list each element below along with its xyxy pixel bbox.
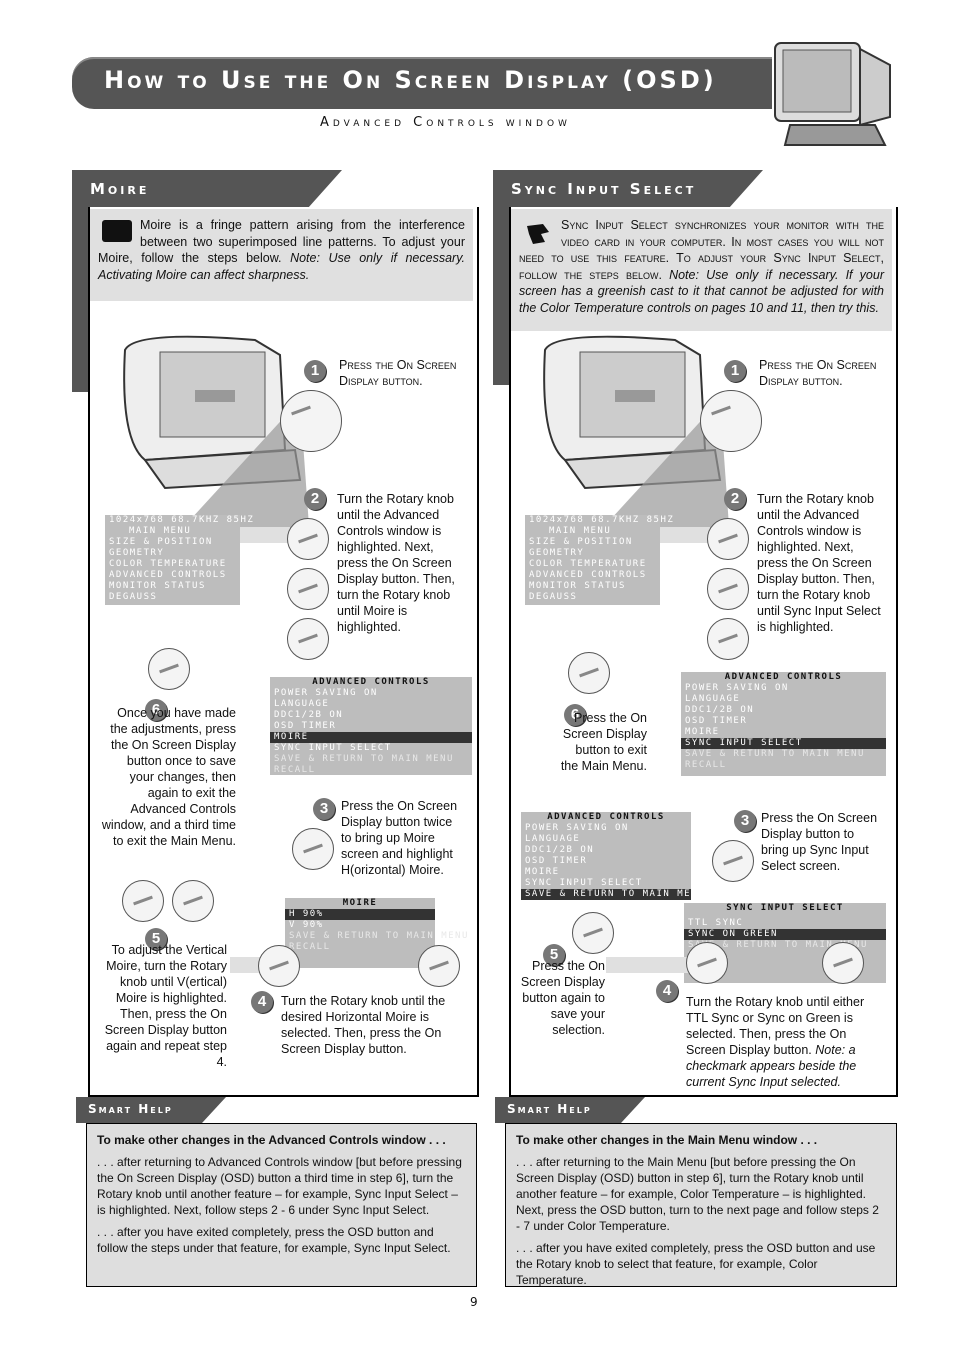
sync-step-2: Turn the Rotary knob until the Advanced … [757, 492, 881, 634]
moire-step-1: Press the On Screen Display button. [339, 358, 457, 388]
sync-step-4: Turn the Rotary knob until either TTL Sy… [686, 995, 865, 1089]
sync-advanced-osd-save: ADVANCED CONTROLS POWER SAVING ON LANGUA… [521, 812, 703, 900]
smart-help-right-tab [495, 1097, 645, 1123]
sync-osd-button-zoom [700, 390, 762, 452]
sync-connector-2 [606, 957, 696, 973]
page-title: How to Use the On Screen Display (OSD) [104, 66, 717, 94]
sync-step-1-badge: 1 [724, 360, 746, 382]
sync-header-shape [493, 170, 763, 208]
moire-header-shape [72, 170, 342, 208]
sync-knob-1 [707, 518, 749, 560]
sync-knob-3 [707, 618, 749, 660]
title-banner: How to Use the On Screen Display (OSD) [72, 57, 772, 109]
moire-osd: MOIRE H 90% V 90% SAVE & RETURN TO MAIN … [285, 898, 467, 968]
moire-knob-1 [287, 518, 329, 560]
moire-knob-4 [292, 828, 334, 870]
moire-step-3: Press the On Screen Display button twice… [341, 799, 458, 877]
page-subtitle: Advanced Controls window [320, 115, 571, 130]
sync-on-green-selected: SYNC ON GREEN [684, 929, 886, 940]
moire-knob-3 [287, 618, 329, 660]
moire-knob-save [148, 648, 190, 690]
moire-zoom-wedge [190, 400, 310, 540]
sync-knob-2 [707, 568, 749, 610]
monitor-icon [774, 42, 891, 146]
moire-step-5: To adjust the Vertical Moire, turn the R… [104, 943, 227, 1069]
smart-help-right-heading: Smart Help [507, 1102, 592, 1116]
moire-heading: Moire [90, 180, 150, 198]
moire-knob-6 [258, 945, 300, 987]
sync-heading: Sync Input Select [511, 180, 697, 198]
moire-knob-7 [418, 945, 460, 987]
moire-main-menu-osd: 1024x768 68.7KHZ 85HZ MAIN MENU SIZE & P… [105, 515, 253, 605]
sync-side-strip [493, 205, 509, 385]
smart-help-right: To make other changes in the Main Menu w… [505, 1123, 897, 1287]
sync-step-5-badge: 5 [543, 944, 565, 966]
moire-connector [240, 527, 290, 543]
moire-knob-2 [287, 568, 329, 610]
moire-step-5-badge: 5 [145, 928, 167, 950]
moire-step-4: Turn the Rotary knob until the desired H… [281, 994, 446, 1056]
sync-knob-exit [568, 652, 610, 694]
sync-icon [523, 220, 553, 248]
sync-connector [660, 527, 710, 543]
moire-knob-5b [172, 880, 214, 922]
moire-intro: Moire is a fringe pattern arising from t… [90, 209, 473, 301]
sync-advanced-osd: ADVANCED CONTROLS POWER SAVING ON LANGUA… [681, 672, 886, 776]
moire-step-6-badge: 6 [145, 699, 167, 721]
sync-knob-4 [712, 840, 754, 882]
sync-step-5: Press the On Screen Display button again… [520, 959, 605, 1037]
sync-step-6: Press the On Screen Display button to ex… [560, 711, 647, 773]
sync-knob-5 [572, 912, 614, 954]
sync-main-menu-osd: 1024x768 68.7KHZ 85HZ MAIN MENU SIZE & P… [525, 515, 673, 605]
smart-help-left: To make other changes in the Advanced Co… [86, 1123, 477, 1287]
moire-icon [102, 220, 132, 242]
moire-step-2: Turn the Rotary knob until the Advanced … [337, 492, 455, 634]
moire-step-2-badge: 2 [304, 488, 326, 510]
moire-step-6: Once you have made the adjustments, pres… [101, 706, 236, 848]
sync-step-2-badge: 2 [724, 488, 746, 510]
sync-step-3-badge: 3 [734, 810, 756, 832]
moire-advanced-osd: ADVANCED CONTROLS POWER SAVING ON LANGUA… [270, 677, 472, 775]
sync-intro: Sync Input Select synchronizes your moni… [511, 209, 892, 331]
moire-step-3-badge: 3 [313, 798, 335, 820]
sync-step-1: Press the On Screen Display button. [759, 358, 877, 388]
sync-knob-6 [686, 942, 728, 984]
sync-step-6-badge: 6 [564, 704, 586, 726]
sync-step-4-badge: 4 [656, 980, 678, 1002]
moire-side-strip [72, 205, 88, 392]
moire-step-1-badge: 1 [304, 360, 326, 382]
moire-osd-button-zoom [280, 390, 342, 452]
smart-help-left-heading: Smart Help [88, 1102, 173, 1116]
smart-help-left-tab [76, 1097, 226, 1123]
sync-step-3: Press the On Screen Display button to br… [761, 811, 878, 873]
sync-zoom-wedge [610, 400, 730, 540]
moire-step-4-badge: 4 [251, 991, 273, 1013]
moire-knob-5a [122, 880, 164, 922]
page-number: 9 [470, 1295, 478, 1309]
sync-knob-7 [822, 942, 864, 984]
